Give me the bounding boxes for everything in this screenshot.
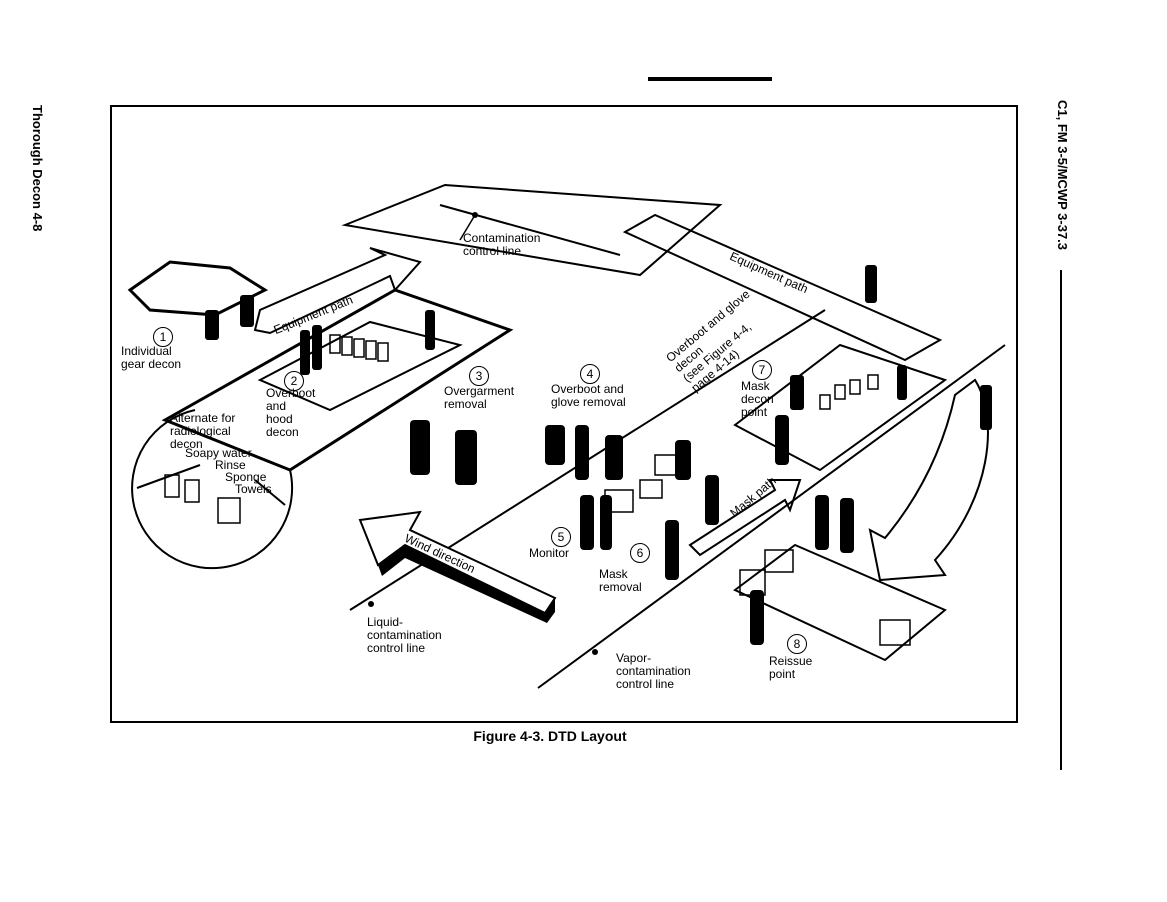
figure-caption: Figure 4-3. DTD Layout <box>473 728 627 744</box>
label-line: Overboot and <box>551 382 624 396</box>
label-line: Mask <box>741 379 770 393</box>
station-2-label: Overboot and hood decon <box>266 387 315 439</box>
reissue-pad <box>733 543 947 662</box>
mask-decon-pad <box>733 343 948 472</box>
station-6-number: 6 <box>630 543 650 563</box>
label-line: Contamination <box>463 231 541 245</box>
label-line: and <box>266 399 287 413</box>
label-line: control line <box>616 677 675 691</box>
contamination-control-divider <box>439 204 621 256</box>
equipment-path-arrow-1 <box>253 247 422 335</box>
inset-item-sponge: Sponge <box>225 470 267 484</box>
vapor-line-marker <box>592 649 598 655</box>
station-1-label: Individual gear decon <box>121 345 181 371</box>
label-line: Alternate for <box>170 411 236 425</box>
decon-sump-inner <box>257 320 463 412</box>
label-line: contamination <box>367 628 442 642</box>
station-8-label: Reissue point <box>769 655 812 681</box>
contamination-control-pad <box>341 183 723 277</box>
station-2-number: 2 <box>284 371 304 391</box>
label-line: Monitor <box>529 546 570 560</box>
change-bar <box>648 77 772 81</box>
running-head-left: Thorough Decon 4-8 <box>30 105 45 232</box>
liquid-control-line-label: Liquid- contamination control line <box>367 616 442 655</box>
personnel-figures <box>205 265 992 645</box>
gear-decon-pit <box>127 260 269 317</box>
vapor-control-line-label: Vapor- contamination control line <box>616 652 691 691</box>
vapor-control-line <box>537 344 1006 689</box>
station-7-label: Mask decon point <box>741 380 774 419</box>
label-line: removal <box>444 397 487 411</box>
label-line: removal <box>599 580 642 594</box>
label-line: hood <box>266 412 293 426</box>
inset-item-soapy-water: Soapy water <box>185 446 252 460</box>
label-line: Mask <box>599 567 628 581</box>
station-5-number: 5 <box>551 527 571 547</box>
station-8-number: 8 <box>787 634 807 654</box>
station-5-label: Monitor <box>529 547 569 560</box>
label-line: decon <box>741 392 774 406</box>
figure-frame <box>110 105 1018 723</box>
liquid-line-marker <box>368 601 374 607</box>
station-3-label: Overgarment removal <box>444 385 514 411</box>
label-line: contamination <box>616 664 691 678</box>
running-head-right: C1, FM 3-5/MCWP 3-37.3 <box>1055 100 1070 251</box>
station-3-number: 3 <box>469 366 489 386</box>
equipment-items <box>164 334 911 646</box>
label-line: Liquid- <box>367 615 404 629</box>
station-7-number: 7 <box>752 360 772 380</box>
return-arrow <box>868 378 989 582</box>
mask-path-arrow <box>688 479 802 557</box>
station-6-label: Mask removal <box>599 568 642 594</box>
label-line: point <box>741 405 768 419</box>
inset-item-rinse: Rinse <box>215 458 246 472</box>
station-1-number: 1 <box>153 327 173 347</box>
station-4-label: Overboot and glove removal <box>551 383 626 409</box>
station-4-number: 4 <box>580 364 600 384</box>
label-line: gear decon <box>121 357 182 371</box>
label-line: decon <box>170 437 203 451</box>
label-line: Overboot <box>266 386 316 400</box>
label-line: Individual <box>121 344 172 358</box>
label-line: control line <box>367 641 426 655</box>
label-line: Reissue <box>769 654 813 668</box>
equipment-path-band <box>622 213 943 362</box>
margin-rule <box>1060 270 1062 770</box>
label-line: Overgarment <box>444 384 515 398</box>
label-line: Vapor- <box>616 651 652 665</box>
alternate-inset-circle <box>131 409 294 570</box>
label-line: control line <box>463 244 522 258</box>
label-line: point <box>769 667 796 681</box>
contamination-control-line-label: Contamination control line <box>463 232 540 258</box>
inset-item-towels: Towels <box>235 482 272 496</box>
label-line: radiological <box>170 424 231 438</box>
label-line: decon <box>266 425 299 439</box>
label-line: glove removal <box>551 395 626 409</box>
alternate-inset-title: Alternate for radiological decon <box>170 412 235 451</box>
wind-direction-arrow <box>358 510 557 623</box>
